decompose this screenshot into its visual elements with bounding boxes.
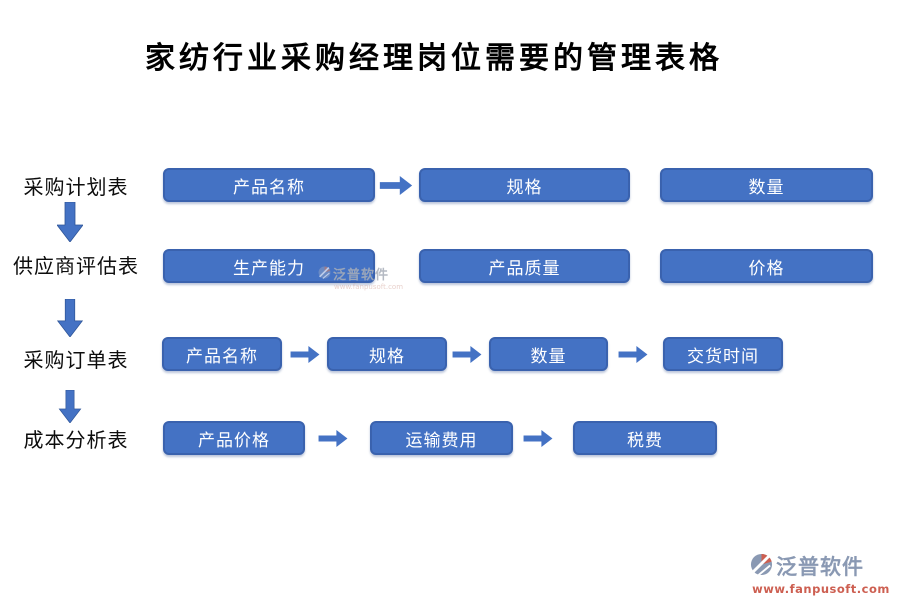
field-box-specification: 规格 [419,168,630,202]
right-arrow-icon [379,176,413,195]
field-box-product-name: 产品名称 [163,168,375,202]
watermark-url: www.fanpusoft.com [334,283,404,291]
down-arrow-icon [57,202,83,242]
field-box-product-price: 产品价格 [163,421,305,455]
field-box-delivery-time: 交货时间 [663,337,783,371]
down-arrow-icon [57,299,83,337]
stage-label-procurement-plan: 采购计划表 [23,175,129,199]
stage-label-purchase-order: 采购订单表 [23,348,129,372]
footer-logo: 泛普软件 www.fanpusoft.com [750,551,892,596]
right-arrow-icon [288,346,322,363]
field-box-product-name-2: 产品名称 [162,337,282,371]
field-box-tax: 税费 [573,421,717,455]
stage-label-supplier-evaluation: 供应商评估表 [13,254,139,278]
footer-logo-url: www.fanpusoft.com [752,582,890,596]
field-box-quantity: 数量 [660,168,873,202]
watermark-logo-icon [318,264,331,283]
right-arrow-icon [616,346,650,363]
footer-logo-brand: 泛普软件 [776,555,864,579]
right-arrow-icon [450,346,484,363]
watermark: 泛普软件 www.fanpusoft.com [318,264,408,291]
right-arrow-icon [521,430,555,447]
down-arrow-icon [57,390,83,423]
stage-label-cost-analysis: 成本分析表 [23,428,129,452]
right-arrow-icon [316,430,350,447]
field-box-specification-2: 规格 [327,337,447,371]
page-title: 家纺行业采购经理岗位需要的管理表格 [145,41,723,76]
watermark-brand: 泛普软件 [333,268,390,283]
field-box-production-capacity: 生产能力 [163,249,375,283]
field-box-quantity-2: 数量 [489,337,608,371]
fanpu-logo-icon [750,553,773,580]
field-box-shipping-cost: 运输费用 [370,421,513,455]
field-box-product-quality: 产品质量 [419,249,630,283]
field-box-price: 价格 [660,249,873,283]
